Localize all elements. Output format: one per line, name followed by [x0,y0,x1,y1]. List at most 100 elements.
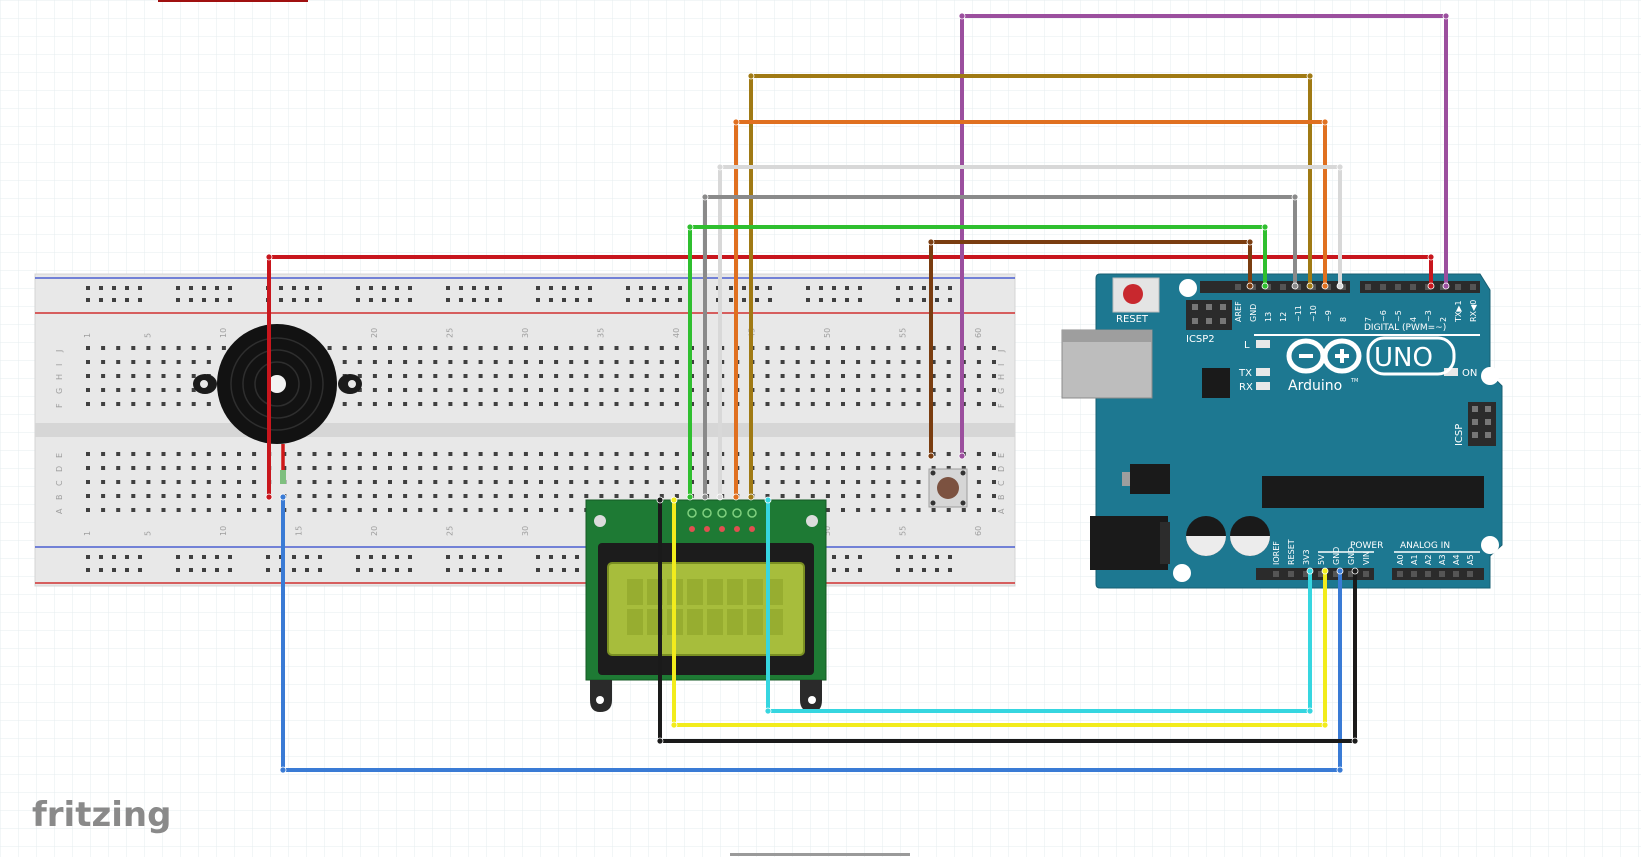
wires[interactable] [265,12,1450,774]
wire-bendpoint[interactable] [1336,163,1344,171]
wire-bendpoint[interactable] [701,193,709,201]
wire-bendpoint[interactable] [656,496,664,504]
wire-gold[interactable] [749,74,1312,497]
wire-bendpoint[interactable] [1442,282,1450,290]
wire-bendpoint[interactable] [732,493,740,501]
terminal-hole [539,374,543,378]
wire-yellow[interactable] [672,500,1327,727]
wire-bendpoint[interactable] [279,493,287,501]
wire-bendpoint[interactable] [747,72,755,80]
analog-pin-socket[interactable] [1425,571,1431,577]
wire-bendpoint[interactable] [670,721,678,729]
wire-bendpoint[interactable] [1306,567,1314,575]
wire-bendpoint[interactable] [686,223,694,231]
wire-bendpoint[interactable] [1427,253,1435,261]
wire-bendpoint[interactable] [1427,282,1435,290]
power-pin-socket[interactable] [1318,571,1324,577]
analog-pin-socket[interactable] [1453,571,1459,577]
wire-bendpoint[interactable] [927,238,935,246]
wire-bendpoint[interactable] [265,253,273,261]
digital-pin-socket[interactable] [1280,284,1286,290]
power-pin-socket[interactable] [1348,571,1354,577]
wire-bendpoint[interactable] [1321,118,1329,126]
analog-pin-socket[interactable] [1439,571,1445,577]
wire-bendpoint[interactable] [1321,567,1329,575]
analog-pin-socket[interactable] [1397,571,1403,577]
reset-button-cap[interactable] [1123,284,1143,304]
wire-bendpoint[interactable] [1246,282,1254,290]
wire-bendpoint[interactable] [958,452,966,460]
arduino-uno-board[interactable]: RESET ICSP2 L TX RX ON ICSP [1061,273,1503,589]
digital-pin-socket[interactable] [1380,284,1386,290]
wire-bendpoint[interactable] [670,496,678,504]
wire-bendpoint[interactable] [764,707,772,715]
lcd-header-pin[interactable] [717,508,727,518]
wire-bendpoint[interactable] [716,493,724,501]
terminal-hole [674,402,679,406]
breadboard[interactable]: 151015202530354045505560 151015202530354… [34,273,1016,587]
power-pin-socket[interactable] [1333,571,1339,577]
wire-bendpoint[interactable] [686,493,694,501]
wire-bendpoint[interactable] [1306,282,1314,290]
wire-bendpoint[interactable] [656,737,664,745]
wire-bendpoint[interactable] [716,163,724,171]
digital-pin-socket[interactable] [1395,284,1401,290]
wire-bendpoint[interactable] [747,493,755,501]
wire-bendpoint[interactable] [732,118,740,126]
wire-bendpoint[interactable] [1291,282,1299,290]
digital-pin-socket[interactable] [1470,284,1476,290]
wire-bendpoint[interactable] [1336,766,1344,774]
digital-pin-socket[interactable] [1235,284,1241,290]
piezo-buzzer[interactable] [193,324,362,484]
wire-bendpoint[interactable] [927,452,935,460]
wire-bendpoint[interactable] [265,493,273,501]
bottom-scroll-indicator[interactable] [730,853,910,856]
wire-bendpoint[interactable] [701,493,709,501]
wire-gray[interactable] [703,195,1297,497]
wire-red[interactable] [267,255,1433,497]
terminal-hole [131,360,136,364]
power-pin-socket[interactable] [1363,571,1369,577]
wire-bendpoint[interactable] [1351,567,1359,575]
power-pin-socket[interactable] [1303,571,1309,577]
wire-bendpoint[interactable] [764,496,772,504]
wire-white[interactable] [718,165,1342,497]
power-pin-socket[interactable] [1273,571,1279,577]
analog-pin-socket[interactable] [1411,571,1417,577]
wire-blue[interactable] [281,497,1342,772]
wire-bendpoint[interactable] [1351,737,1359,745]
wire-black[interactable] [658,500,1357,743]
wire-bendpoint[interactable] [279,766,287,774]
wire-cyan[interactable] [766,500,1312,713]
wire-bendpoint[interactable] [1336,567,1344,575]
wire-green[interactable] [688,225,1267,497]
lcd-header-pin[interactable] [687,508,697,518]
push-button[interactable] [928,468,968,508]
lcd-header-pin[interactable] [732,508,742,518]
wire-bendpoint[interactable] [1291,193,1299,201]
wire-bendpoint[interactable] [1336,282,1344,290]
lcd-display-16x2[interactable] [585,499,827,712]
wire-bendpoint[interactable] [1246,238,1254,246]
wire-bendpoint[interactable] [1321,282,1329,290]
push-button-cap[interactable] [937,477,959,499]
rail-hole [86,298,90,302]
lcd-header-pin[interactable] [747,508,757,518]
wire-brown[interactable] [929,240,1252,456]
wire-purple[interactable] [960,14,1448,456]
wire-bendpoint[interactable] [1306,72,1314,80]
wire-bendpoint[interactable] [1306,707,1314,715]
wire-bendpoint[interactable] [1442,12,1450,20]
wire-bendpoint[interactable] [1261,282,1269,290]
analog-pin-socket[interactable] [1467,571,1473,577]
digital-pin-socket[interactable] [1365,284,1371,290]
digital-pin-socket[interactable] [1410,284,1416,290]
digital-pin-socket[interactable] [1455,284,1461,290]
wire-bendpoint[interactable] [958,12,966,20]
wire-bendpoint[interactable] [1321,721,1329,729]
lcd-header-pin[interactable] [702,508,712,518]
wire-orange[interactable] [734,120,1327,497]
wire-bendpoint[interactable] [1261,223,1269,231]
power-pin-socket[interactable] [1288,571,1294,577]
